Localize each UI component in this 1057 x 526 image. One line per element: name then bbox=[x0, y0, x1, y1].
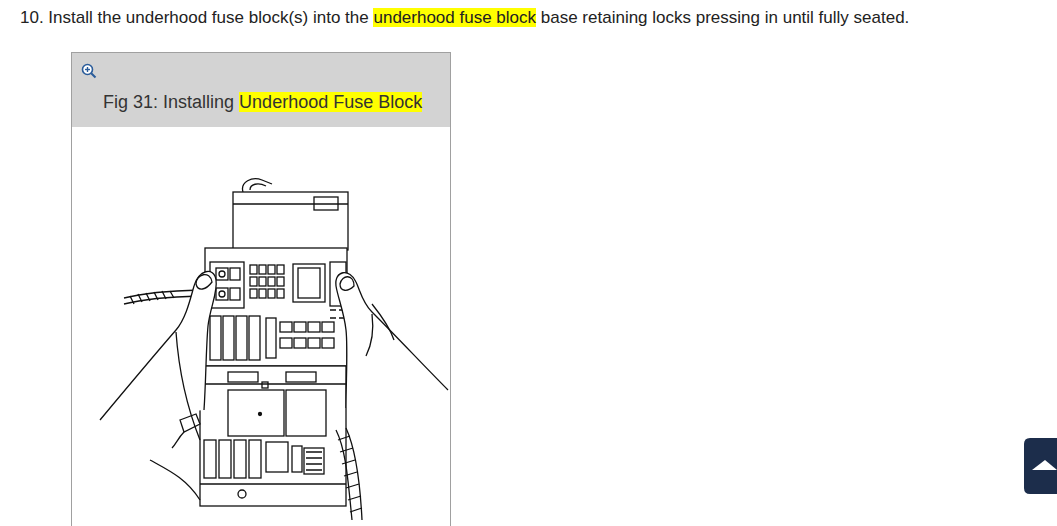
figure-caption-text: Fig 31: Installing bbox=[103, 92, 234, 112]
step-text-part: 10. Install the underhood fuse block(s) … bbox=[20, 8, 369, 27]
highlighted-term: underhood fuse block bbox=[373, 8, 536, 27]
back-to-top-button bbox=[1024, 438, 1057, 494]
figure-frame: Fig 31: InstallingUnderhood Fuse Block bbox=[71, 52, 451, 526]
fuse-block-drawing bbox=[100, 179, 448, 520]
step-text-part: base retaining locks pressing in until f… bbox=[541, 8, 910, 27]
figure-ground bbox=[71, 52, 451, 526]
figure-caption: Fig 31: InstallingUnderhood Fuse Block bbox=[103, 90, 422, 114]
figure-header bbox=[72, 53, 450, 127]
step-text: 10. Install the underhood fuse block(s) … bbox=[20, 7, 909, 29]
highlighted-term: Underhood Fuse Block bbox=[239, 92, 422, 112]
zoom-icon bbox=[81, 63, 97, 79]
